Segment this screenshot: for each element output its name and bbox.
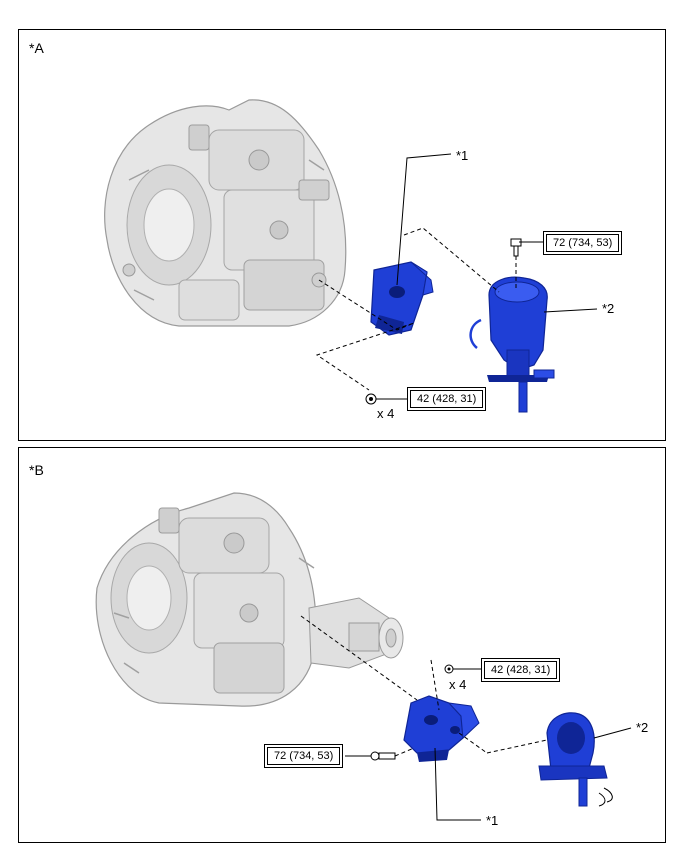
torque-spec-lower: 72 (734, 53) [264,744,344,768]
panel-b-drawing [95,492,632,821]
panel-a-drawing [104,99,598,413]
bolt-icon [370,751,396,761]
diagram-panel-b: *B [18,447,666,843]
engine-mount-insulator [469,276,555,413]
torque-value: 42 (428, 31) [484,661,558,679]
quantity-label: x 4 [377,406,395,421]
bolt-icon [365,393,377,405]
diagram-panel-a: *A [18,29,666,441]
callout-part-2: *2 [602,301,615,316]
panel-label: *A [29,40,44,56]
transmission-mount-bracket [370,261,434,336]
torque-value: 72 (734, 53) [267,747,341,765]
transmission-illustration [104,99,347,327]
torque-spec-lower: 42 (428, 31) [407,387,487,411]
callout-part-1: *1 [456,148,469,163]
transmission-illustration [95,492,404,707]
torque-spec-upper: 42 (428, 31) [481,658,561,682]
panel-label: *B [29,462,44,478]
torque-value: 72 (734, 53) [546,234,620,252]
callout-part-2: *2 [636,720,649,735]
callout-part-1: *1 [486,813,499,828]
bolt-icon [444,664,454,674]
engine-mount-insulator [538,712,613,807]
torque-spec-upper: 72 (734, 53) [543,231,623,255]
torque-value: 42 (428, 31) [410,390,484,408]
quantity-label: x 4 [449,677,467,692]
transmission-mount-bracket [403,695,480,762]
